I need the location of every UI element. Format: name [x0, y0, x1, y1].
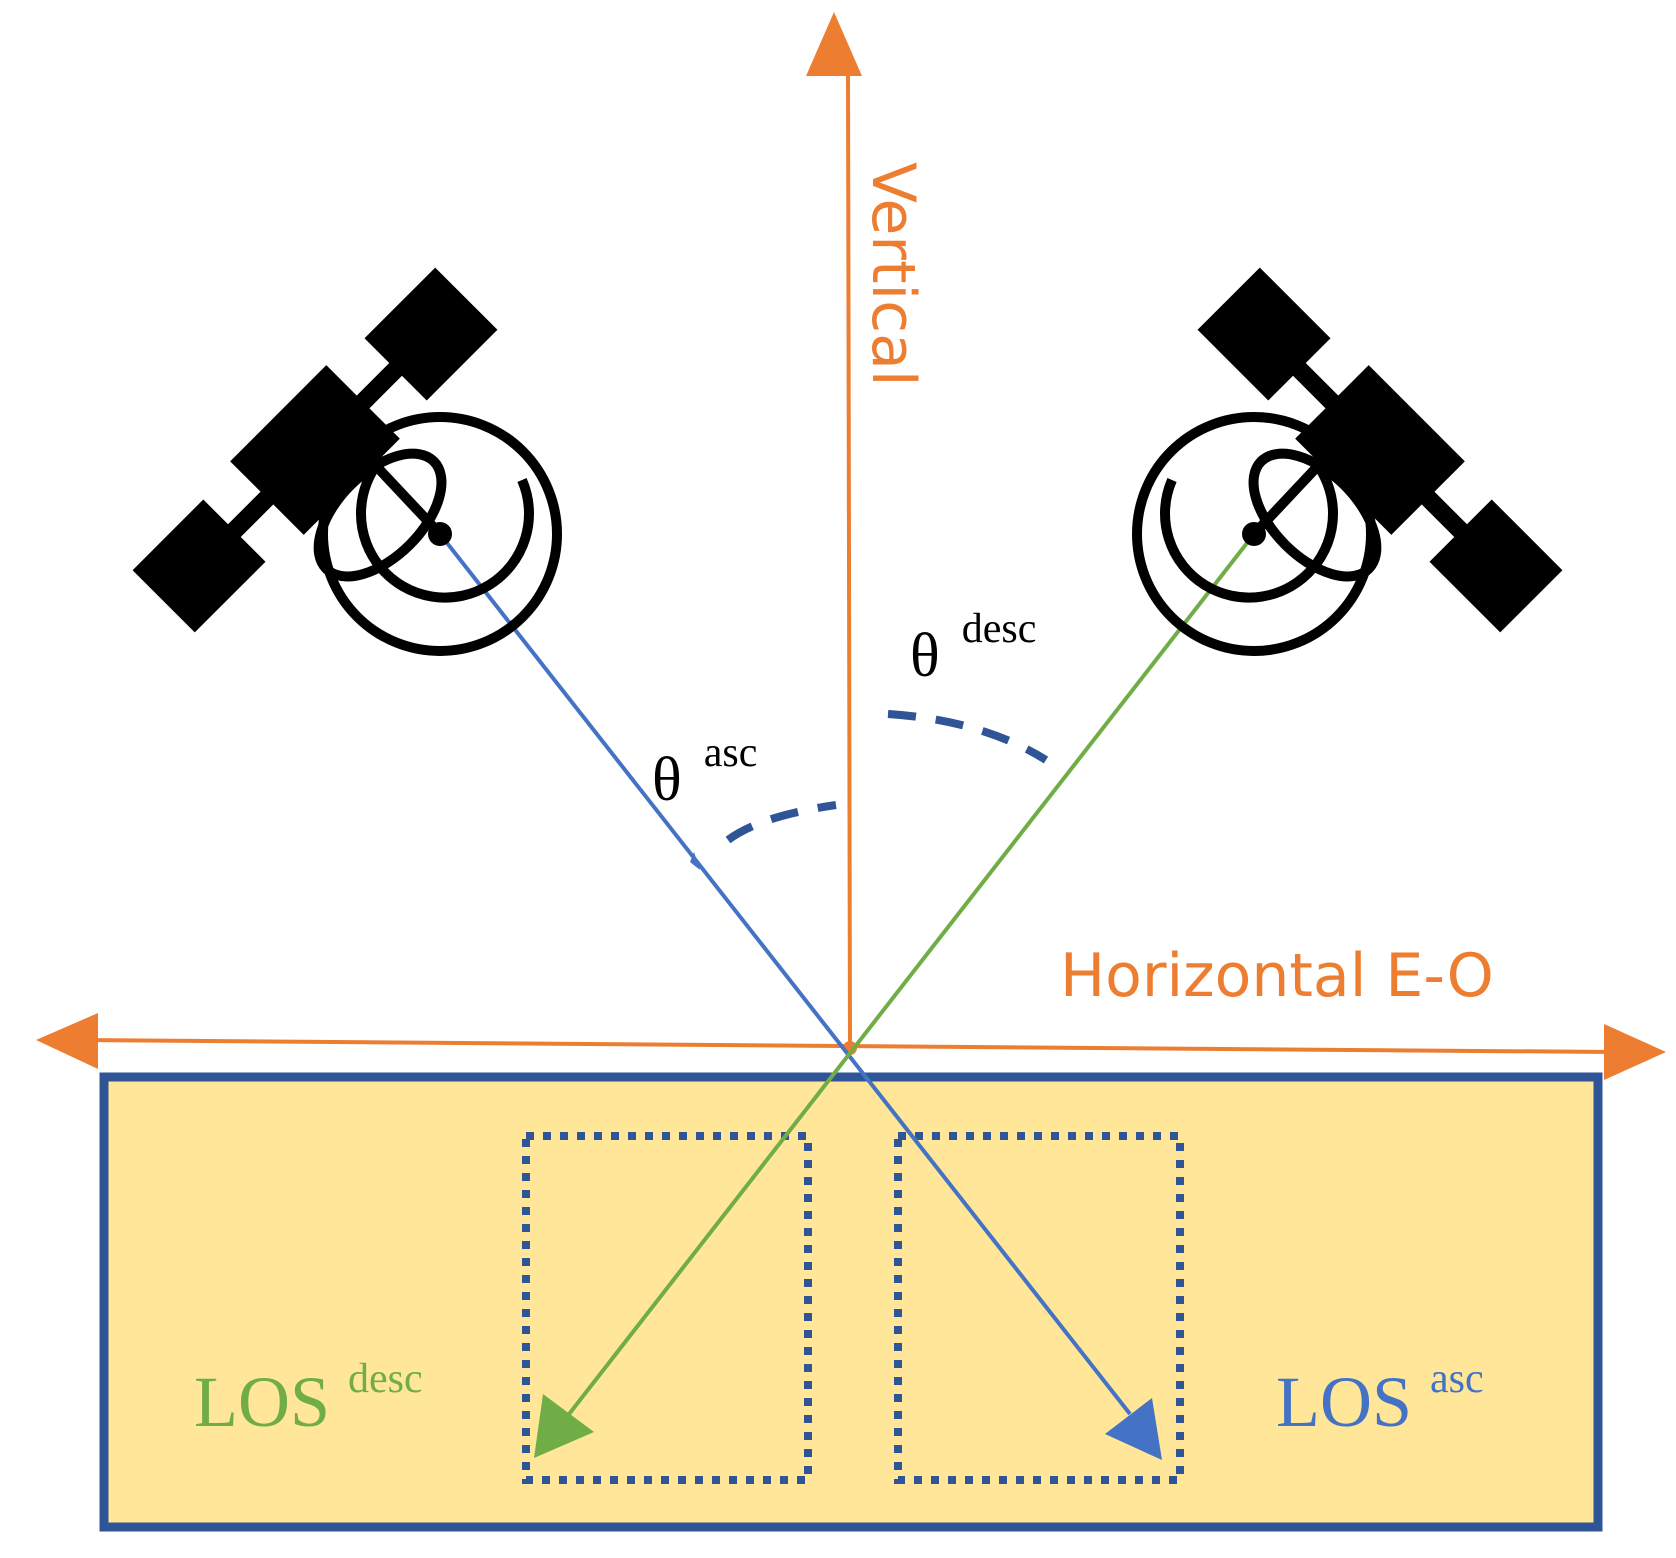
- theta-asc-label: θ asc: [652, 730, 757, 814]
- theta-desc-symbol: θ: [910, 622, 940, 690]
- theta-asc-sup: asc: [704, 730, 758, 776]
- los-desc-main: LOS: [194, 1362, 330, 1442]
- antenna-ring: [318, 412, 562, 656]
- los-asc-main: LOS: [1276, 1362, 1412, 1442]
- antenna-inner-arc: [1160, 454, 1338, 603]
- theta-desc-arc: [887, 710, 1049, 764]
- theta-desc-sup: desc: [962, 606, 1037, 652]
- horizontal-axis-label: Horizontal E-O: [1060, 941, 1494, 1011]
- los-desc-sup: desc: [348, 1356, 423, 1402]
- horizontal-axis-left-arrowhead: [36, 1013, 98, 1069]
- los-asc-line: [438, 532, 1132, 1416]
- antenna-ring: [1132, 412, 1376, 656]
- vertical-axis-line: [846, 69, 852, 1049]
- los-desc-arrowhead: [534, 1394, 594, 1458]
- los-asc-label: LOS asc: [1276, 1356, 1484, 1442]
- satellite-icon: [127, 262, 561, 696]
- vertical-axis-arrowhead: [806, 12, 862, 76]
- los-asc-arrowhead: [1105, 1398, 1162, 1460]
- los-asc-sup: asc: [1430, 1356, 1484, 1402]
- los-asc-small-arrowhead: [690, 852, 700, 870]
- los-desc-line: [564, 532, 1256, 1420]
- theta-asc-symbol: θ: [652, 746, 682, 814]
- dotted-box-left: [522, 1132, 812, 1484]
- dotted-box-right: [894, 1132, 1184, 1484]
- vertical-axis-label: Vertical: [858, 162, 928, 387]
- satellite-icon: [1134, 262, 1568, 696]
- horizontal-axis-right-arrowhead: [1604, 1024, 1666, 1080]
- los-desc-label: LOS desc: [194, 1356, 423, 1442]
- ground-box: [99, 1072, 1603, 1532]
- antenna-inner-arc: [356, 454, 534, 603]
- theta-asc-arc: [725, 801, 837, 844]
- theta-desc-label: θ desc: [910, 606, 1036, 690]
